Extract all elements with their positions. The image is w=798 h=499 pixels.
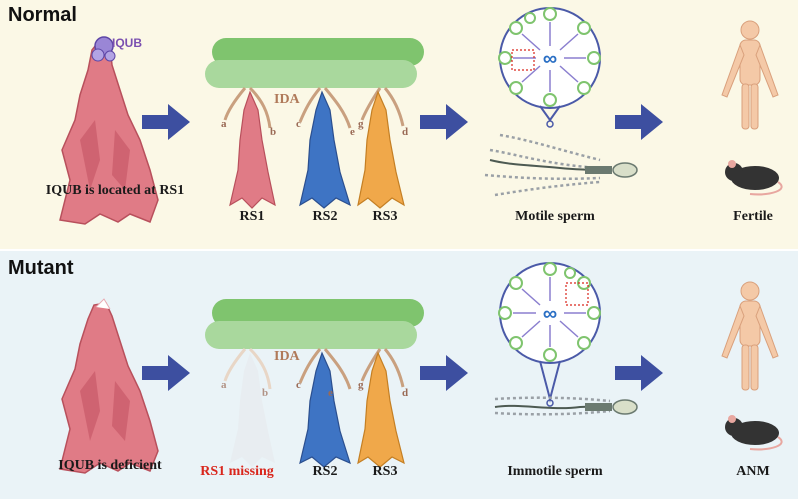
iqub-protein (91, 36, 116, 62)
anm-caption: ANM (736, 464, 770, 479)
arm-label-d: d (402, 387, 409, 399)
mutant-diagram: ∞ (59, 262, 783, 474)
motile-sperm (484, 133, 638, 197)
arm-label-d: d (402, 126, 409, 138)
rs2-label: RS2 (312, 464, 338, 479)
arm-label-g: g (358, 118, 364, 130)
mutant-panel: Mutant (0, 251, 798, 499)
arrow-3 (615, 355, 663, 391)
rs1-missing-label: RS1 missing (200, 464, 274, 479)
rs2-label: RS2 (312, 209, 338, 224)
arm-label-a: a (221, 118, 227, 130)
arm-label-c: c (296, 118, 301, 130)
svg-text:∞: ∞ (543, 303, 557, 325)
iqub-location-caption: IQUB is located at RS1 (45, 183, 185, 198)
normal-diagram: ∞ (59, 7, 783, 225)
human-figure (721, 281, 779, 391)
arm-label-e: e (350, 126, 355, 138)
microtubule-top (212, 299, 424, 327)
axoneme-cross-section-defective: ∞ (498, 262, 601, 407)
rs3-spoke (357, 351, 405, 468)
microtubule-bottom (205, 321, 417, 349)
arrow-1 (142, 355, 190, 391)
arm-label-b: b (262, 387, 269, 399)
rs1-protein-structure-deficient (59, 298, 159, 474)
mutant-title: Mutant (8, 257, 74, 279)
mouse (725, 160, 783, 196)
iqub-label: IQUB (112, 36, 142, 50)
human-figure (721, 20, 779, 130)
rs3-label: RS3 (372, 464, 398, 479)
normal-panel: Normal (0, 0, 798, 249)
rs1-label: RS1 (239, 209, 265, 224)
arm-label-e: e (328, 387, 333, 399)
rs1-spoke-missing (230, 353, 275, 467)
arm-label-c: c (296, 379, 301, 391)
iqub-deficient-caption: IQUB is deficient (58, 458, 162, 473)
rs3-label: RS3 (372, 209, 398, 224)
motile-sperm-caption: Motile sperm (515, 209, 595, 224)
ida-label: IDA (274, 349, 300, 364)
mouse (725, 415, 783, 451)
rs1-spoke (229, 90, 276, 209)
immotile-sperm-caption: Immotile sperm (507, 464, 603, 479)
arrow-2 (420, 104, 468, 140)
arrow-3 (615, 104, 663, 140)
axoneme-cross-section: ∞ (498, 7, 601, 128)
svg-text:∞: ∞ (543, 48, 557, 70)
ida-label: IDA (274, 92, 300, 107)
microtubule-top (212, 38, 424, 66)
rs2-spoke (299, 351, 351, 468)
arm-label-a: a (221, 379, 227, 391)
arm-label-b: b (270, 126, 277, 138)
normal-title: Normal (8, 4, 77, 26)
microtubule-bottom (205, 60, 417, 88)
immotile-sperm (494, 396, 638, 416)
fertile-caption: Fertile (733, 209, 773, 224)
arm-label-g: g (358, 379, 364, 391)
rs1-protein-structure (59, 39, 159, 225)
arrow-2 (420, 355, 468, 391)
rs3-spoke (357, 90, 405, 209)
rs2-spoke (299, 90, 351, 209)
arrow-1 (142, 104, 190, 140)
